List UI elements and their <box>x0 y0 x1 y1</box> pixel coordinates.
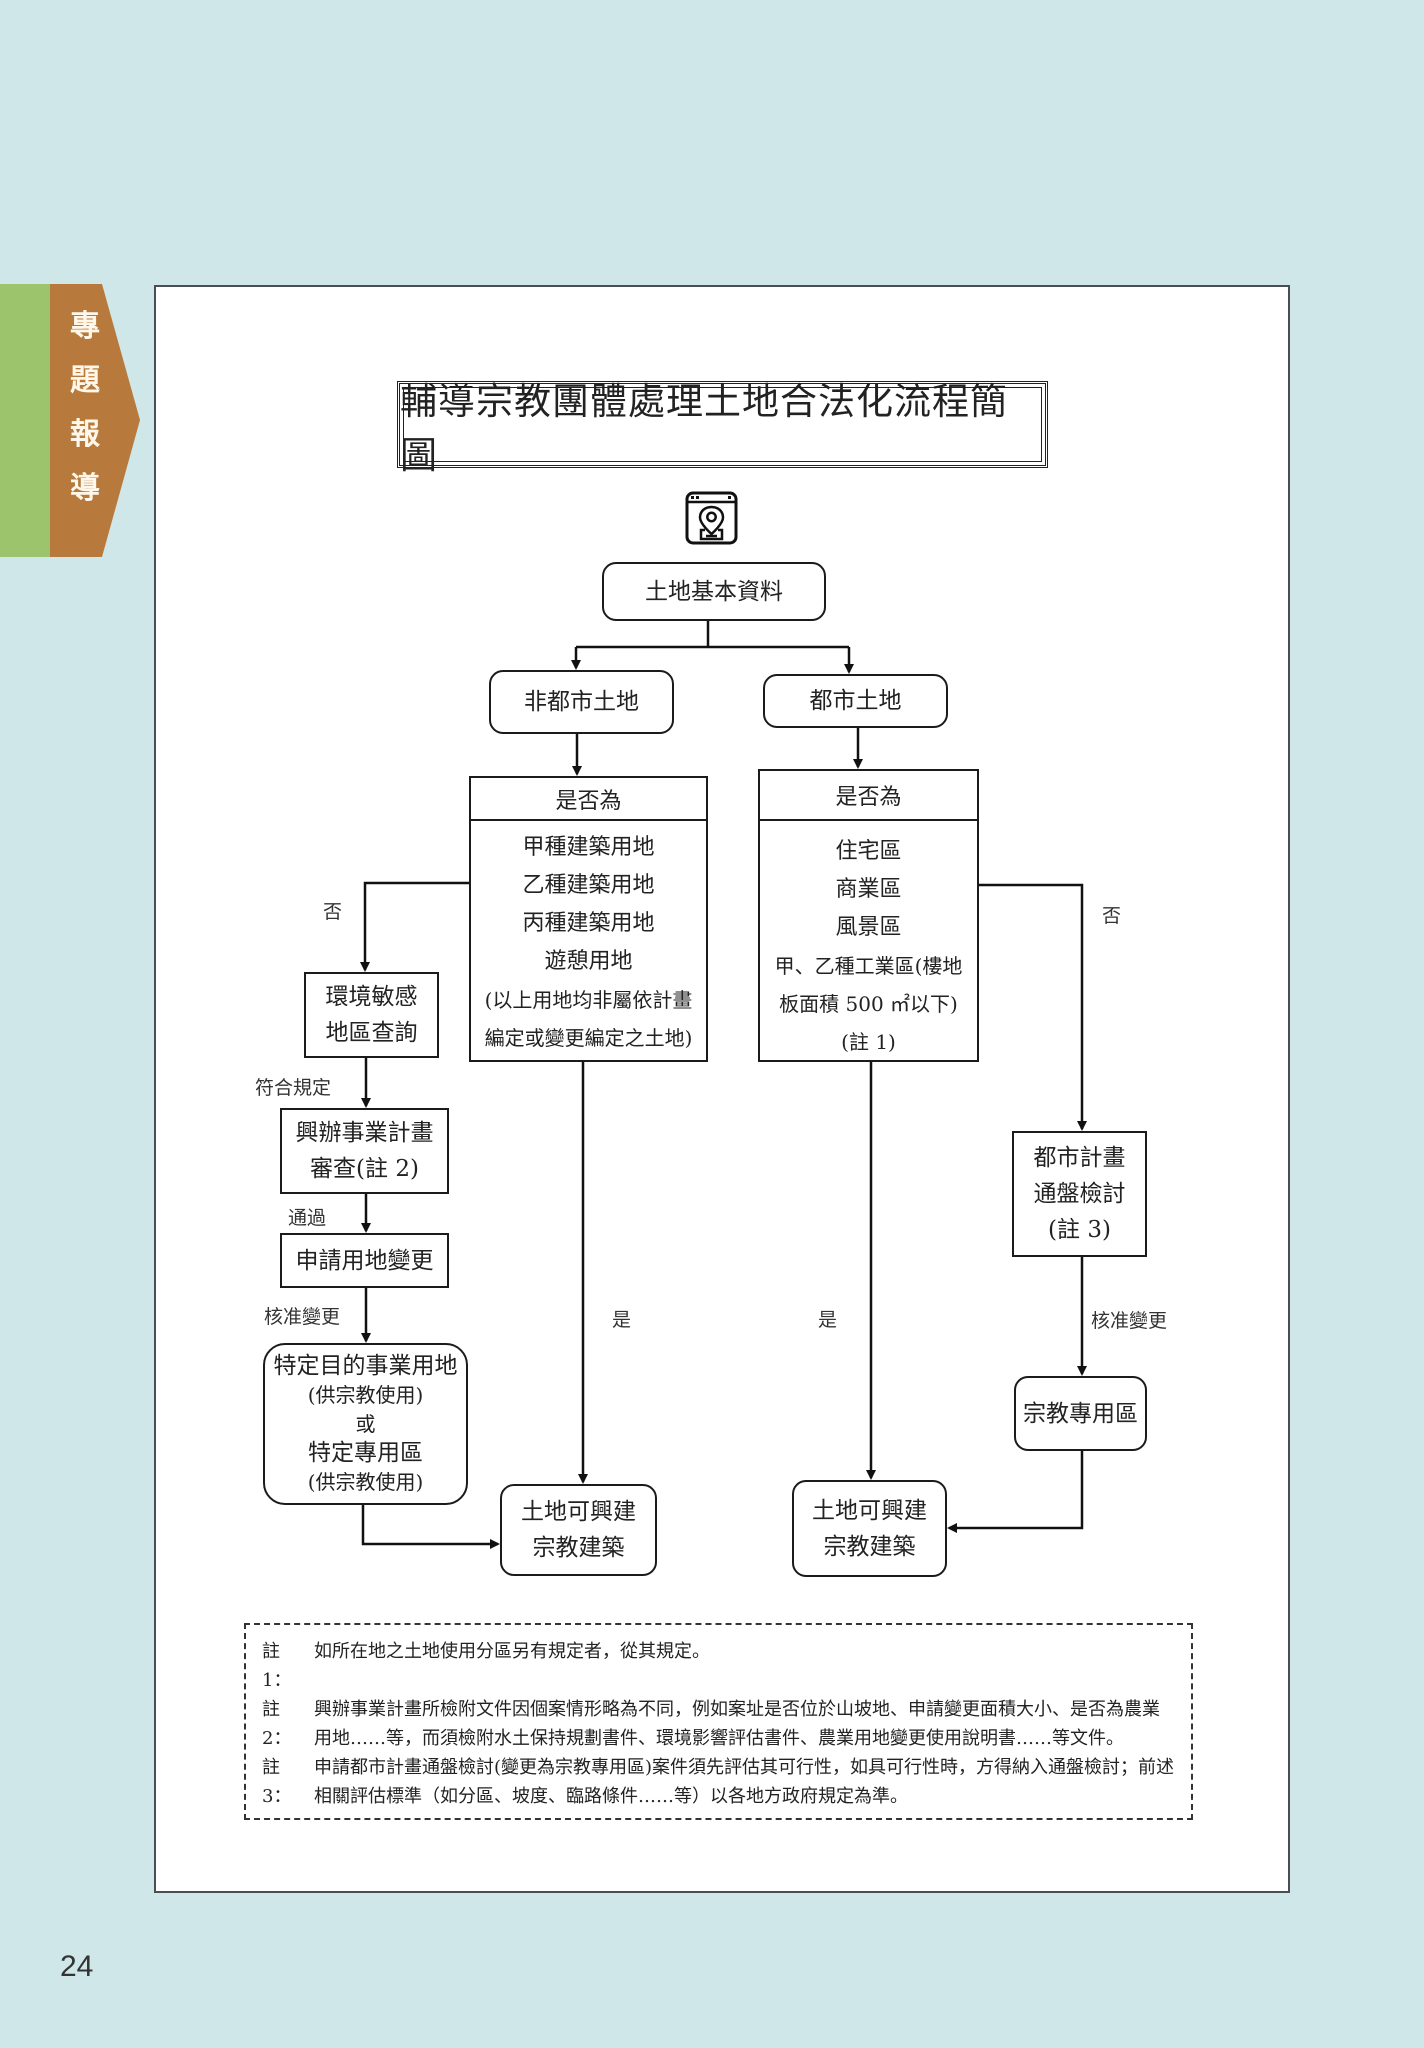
node-text: 興辦事業計畫 <box>295 1120 434 1146</box>
notes-box: 註 1： 如所在地之土地使用分區另有規定者，從其規定。 註 2： 興辦事業計畫所… <box>244 1623 1193 1820</box>
edge-label-left-no: 否 <box>323 901 343 923</box>
note-key: 註 2： <box>262 1699 292 1749</box>
page-number: 24 <box>60 1950 94 1983</box>
node-text: 都市土地 <box>809 688 902 714</box>
note-text: 如所在地之土地使用分區另有規定者，從其規定。 <box>314 1641 710 1662</box>
note-item: 註 2： 興辦事業計畫所檢附文件因個案情形略為不同，例如案址是否位於山坡地、申請… <box>262 1695 1177 1753</box>
node-land-basic-data: 土地基本資料 <box>602 562 826 621</box>
check-item: 編定或變更編定之土地) <box>484 1026 693 1050</box>
node-buildable-left: 土地可興建 宗教建築 <box>500 1484 657 1576</box>
node-text: 宗教專用區 <box>1023 1400 1138 1427</box>
section-label: 專 題 報 導 <box>50 300 120 516</box>
node-religious-zone: 宗教專用區 <box>1014 1376 1147 1451</box>
node-text: 地區查詢 <box>325 1020 418 1046</box>
map-location-window-icon <box>685 491 738 545</box>
note-item: 註 3： 申請都市計畫通盤檢討(變更為宗教專用區)案件須先評估其可行性，如具可行… <box>262 1753 1177 1811</box>
node-urban-land: 都市土地 <box>763 674 948 728</box>
edge-label-right-no: 否 <box>1102 905 1122 927</box>
node-text: 土地基本資料 <box>645 578 783 605</box>
section-label-char: 報 <box>70 417 100 452</box>
check-header: 是否為 <box>760 771 977 821</box>
node-text: 宗教建築 <box>823 1533 916 1560</box>
note-key: 註 3： <box>262 1757 292 1807</box>
node-text: 審查(註 2) <box>310 1156 419 1182</box>
node-non-urban-check: 是否為 甲種建築用地 乙種建築用地 丙種建築用地 遊憩用地 (以上用地均非屬依計… <box>469 776 708 1062</box>
check-item: (以上用地均非屬依計畫 <box>484 988 693 1012</box>
diagram-card <box>154 285 1290 1893</box>
node-text: 非都市土地 <box>524 689 639 715</box>
note-item: 註 1： 如所在地之土地使用分區另有規定者，從其規定。 <box>262 1637 1177 1695</box>
side-tab-green-strip <box>0 284 50 557</box>
check-item: 乙種建築用地 <box>522 873 655 898</box>
node-text: 特定專用區 <box>308 1439 423 1466</box>
edge-label-compliant: 符合規定 <box>255 1077 332 1099</box>
side-tab-arrow <box>50 284 140 557</box>
node-text: 都市計畫 <box>1033 1145 1126 1171</box>
check-item: (註 1) <box>841 1030 896 1054</box>
node-text: (註 3) <box>1048 1217 1111 1243</box>
node-non-urban-land: 非都市土地 <box>489 670 674 734</box>
check-header: 是否為 <box>471 778 706 821</box>
node-text: (供宗教使用) <box>307 1382 424 1407</box>
check-item: 住宅區 <box>835 839 902 864</box>
node-text: 通盤檢討 <box>1033 1181 1126 1207</box>
edge-label-approved-left: 核准變更 <box>264 1306 341 1328</box>
note-text: 興辦事業計畫所檢附文件因個案情形略為不同，例如案址是否位於山坡地、申請變更面積大… <box>314 1699 1160 1749</box>
check-item: 遊憩用地 <box>544 949 633 974</box>
note-text: 申請都市計畫通盤檢討(變更為宗教專用區)案件須先評估其可行性，如具可行性時，方得… <box>314 1757 1175 1807</box>
section-label-char: 題 <box>70 363 100 398</box>
check-item: 甲、乙種工業區(樓地 <box>774 954 963 978</box>
section-label-char: 導 <box>70 471 100 506</box>
node-text: 環境敏感 <box>325 984 418 1010</box>
edge-label-yes-left: 是 <box>612 1309 632 1331</box>
node-text: (供宗教使用) <box>307 1469 424 1494</box>
node-buildable-right: 土地可興建 宗教建築 <box>792 1480 947 1577</box>
node-apply-land-change: 申請用地變更 <box>280 1233 449 1288</box>
check-item: 板面積 500 ㎡以下) <box>779 992 958 1016</box>
node-project-review: 興辦事業計畫 審查(註 2) <box>280 1108 449 1194</box>
check-item: 風景區 <box>835 915 902 940</box>
node-special-use-land: 特定目的事業用地 (供宗教使用) 或 特定專用區 (供宗教使用) <box>263 1343 468 1505</box>
section-label-char: 專 <box>70 309 100 344</box>
node-text: 特定目的事業用地 <box>273 1352 458 1379</box>
node-text: 申請用地變更 <box>295 1247 434 1274</box>
diagram-title: 輔導宗教團體處理土地合法化流程簡圖 <box>397 380 1048 477</box>
node-text: 土地可興建 <box>521 1499 636 1525</box>
check-item: 丙種建築用地 <box>522 911 655 936</box>
node-text: 土地可興建 <box>812 1497 927 1524</box>
note-key: 註 1： <box>262 1641 292 1691</box>
edge-label-approved-right: 核准變更 <box>1091 1310 1168 1332</box>
node-urban-plan-review: 都市計畫 通盤檢討 (註 3) <box>1012 1131 1147 1257</box>
edge-label-yes-right: 是 <box>818 1309 838 1331</box>
node-text: 宗教建築 <box>532 1535 625 1561</box>
node-text: 或 <box>355 1411 376 1436</box>
edge-label-passed: 通過 <box>288 1207 327 1229</box>
check-item: 甲種建築用地 <box>522 835 655 860</box>
check-item: 商業區 <box>835 877 902 902</box>
node-env-sensitive-query: 環境敏感 地區查詢 <box>304 972 439 1058</box>
node-urban-check: 是否為 住宅區 商業區 風景區 甲、乙種工業區(樓地 板面積 500 ㎡以下) … <box>758 769 979 1062</box>
